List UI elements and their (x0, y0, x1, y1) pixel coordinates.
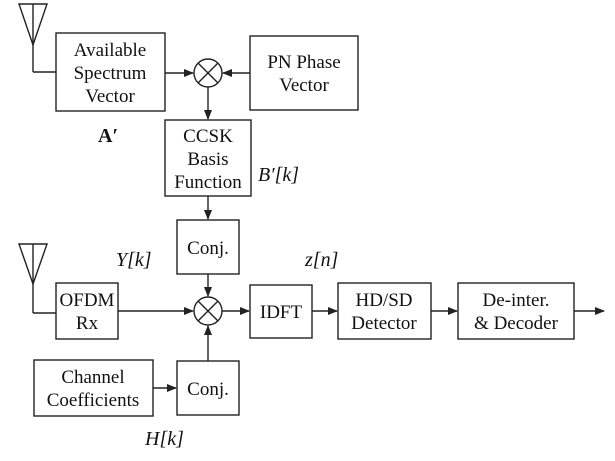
ofdm-line-2: Rx (76, 313, 99, 334)
ofdm-line-1: OFDM (60, 290, 115, 311)
channel-line-2: Coefficients (47, 390, 140, 411)
conj-bottom-label: Conj. (187, 379, 229, 400)
antenna-bottom-icon (18, 243, 56, 314)
antenna-top-icon (18, 3, 56, 73)
pn-phase-line-1: PN Phase (267, 52, 340, 73)
label-h-k: H[k] (144, 428, 184, 450)
detector-line-2: Detector (351, 313, 417, 334)
channel-line-1: Channel (61, 367, 124, 388)
multiplier-top-icon (193, 58, 223, 88)
ccsk-basis-function-block: CCSK Basis Function (164, 119, 252, 197)
label-b-prime-k: B′[k] (258, 164, 299, 186)
multiplier-bottom-icon (193, 296, 223, 326)
label-y-k: Y[k] (116, 249, 152, 271)
detector-line-1: HD/SD (355, 290, 412, 311)
hd-sd-detector-block: HD/SD Detector (337, 282, 432, 340)
pn-phase-line-2: Vector (279, 75, 329, 96)
available-spectrum-line-3: Vector (85, 86, 135, 107)
conj-bottom-block: Conj. (176, 360, 240, 416)
deinter-decoder-block: De-inter. & Decoder (457, 282, 575, 340)
ccsk-line-2: Basis (187, 149, 228, 170)
label-z-n: z[n] (304, 249, 338, 271)
channel-coefficients-block: Channel Coefficients (33, 359, 154, 417)
ofdm-rx-block: OFDM Rx (55, 282, 119, 340)
deinter-line-1: De-inter. (482, 290, 549, 311)
idft-block: IDFT (249, 284, 313, 339)
ccsk-line-3: Function (174, 172, 242, 193)
deinter-line-2: & Decoder (474, 313, 559, 334)
ccsk-line-1: CCSK (183, 126, 233, 147)
label-a-prime: A′ (98, 125, 118, 147)
conj-top-label: Conj. (187, 238, 229, 259)
available-spectrum-line-2: Spectrum (74, 63, 147, 84)
pn-phase-vector-block: PN Phase Vector (249, 35, 359, 111)
available-spectrum-line-1: Available (74, 40, 146, 61)
available-spectrum-vector-block: Available Spectrum Vector (55, 32, 166, 112)
conj-top-block: Conj. (176, 219, 240, 275)
idft-label: IDFT (260, 302, 303, 323)
signal-arrows (118, 69, 605, 392)
